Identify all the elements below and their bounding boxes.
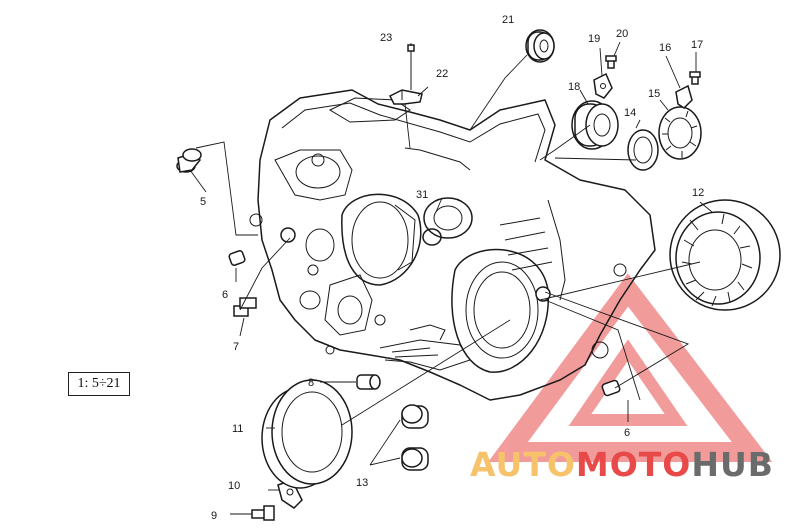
part-17-screw-icon: [689, 71, 701, 85]
callout-6-right: 6: [624, 427, 630, 439]
watermark-part-2: MOTO: [575, 445, 692, 484]
callout-20: 20: [616, 28, 628, 40]
callout-10: 10: [228, 480, 240, 492]
callout-17: 17: [691, 39, 703, 51]
part-9-screw-icon: [251, 505, 275, 521]
callout-31: 31: [416, 189, 428, 201]
part-6-pin-icon: [228, 250, 621, 397]
part-5-dowel-icon: [176, 148, 202, 173]
watermark-part-1: AUTO: [470, 445, 576, 484]
callout-5: 5: [200, 196, 206, 208]
part-21-bearing-icon: [525, 29, 555, 63]
leader-lines: [189, 41, 713, 515]
part-8-bush-icon: [356, 374, 381, 390]
part-22-bracket-icon: [388, 89, 423, 105]
callout-11: 11: [232, 423, 243, 435]
callout-12: 12: [692, 187, 704, 199]
callout-8: 8: [308, 377, 314, 389]
part-19-plate-icon: [593, 72, 613, 99]
part-12-roller-bearing-icon: [669, 199, 781, 311]
callout-13: 13: [356, 477, 368, 489]
callout-15: 15: [648, 88, 660, 100]
part-14-circlip-icon: [627, 129, 659, 171]
callout-23: 23: [380, 32, 392, 44]
callout-21: 21: [502, 14, 514, 26]
part-23-screw-icon: [407, 44, 415, 90]
callout-6: 6: [222, 289, 228, 301]
callout-7: 7: [233, 341, 239, 353]
part-15-ball-bearing-icon: [658, 106, 702, 160]
part-7-plug-icon: [233, 297, 257, 317]
callout-9: 9: [211, 510, 217, 522]
watermark-part-3: HUB: [691, 445, 774, 484]
callout-22: 22: [436, 68, 448, 80]
part-18-ball-bearing-icon: [571, 100, 619, 150]
scale-label-box: 1: 5÷21: [68, 372, 130, 396]
part-13-bushes-icon: [401, 404, 429, 471]
callout-16: 16: [659, 42, 671, 54]
callout-14: 14: [624, 107, 636, 119]
part-16-plate-icon: [675, 84, 693, 109]
part-20-screw-icon: [605, 55, 617, 69]
watermark-brand-text: AUTOMOTOHUB: [470, 445, 774, 484]
callout-19: 19: [588, 33, 600, 45]
callout-18: 18: [568, 81, 580, 93]
part-11-seal-icon: [261, 379, 353, 489]
crankcase-half: [249, 89, 656, 401]
callout-labels: 5 6 7 8 9 10 11 12 13 14 15 16 17 18 19 …: [200, 14, 704, 522]
